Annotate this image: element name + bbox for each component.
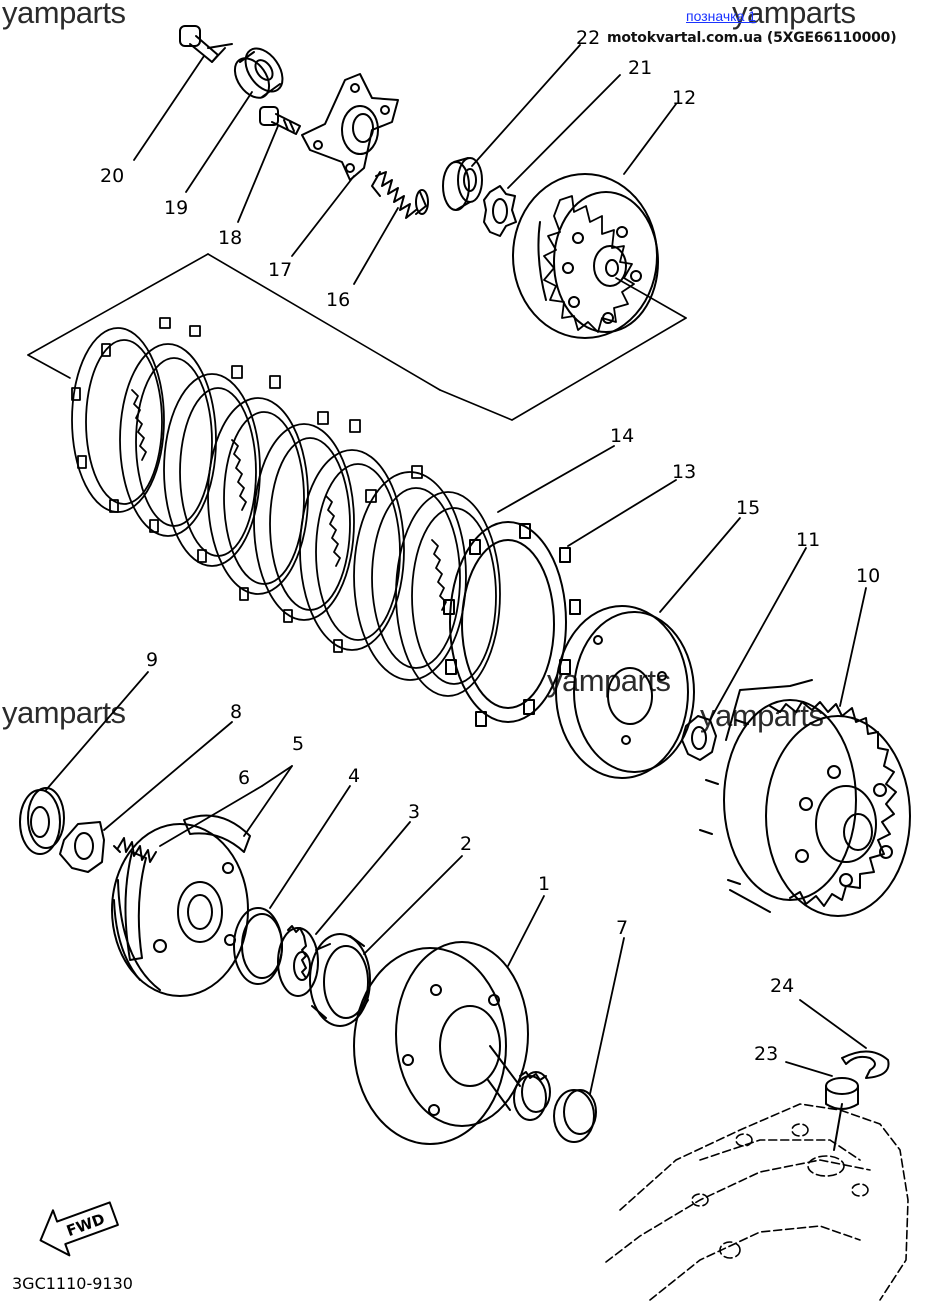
crankcase-section	[605, 1103, 909, 1301]
assembly-bracket-lines	[27, 253, 687, 421]
callout-4: 4	[348, 765, 360, 787]
callout-24: 24	[770, 975, 794, 997]
part-12-clutch-boss	[512, 173, 659, 339]
callout-21: 21	[628, 57, 652, 79]
part-18-bolt	[259, 106, 301, 135]
part-7-washer	[553, 1089, 597, 1143]
callout-10: 10	[856, 565, 880, 587]
part-6-spring	[113, 837, 157, 863]
watermark-left: yamparts	[2, 695, 126, 730]
callout-1: 1	[538, 873, 550, 895]
callout-6: 6	[238, 767, 250, 789]
part-15-pressure-plate	[555, 605, 695, 779]
fwd-label: FWD	[64, 1210, 107, 1240]
watermark-top-right: yamparts	[732, 0, 856, 30]
part-4-washer	[233, 907, 283, 985]
callout-7: 7	[616, 917, 628, 939]
callout-12: 12	[672, 87, 696, 109]
part-11-lock-washer	[681, 715, 717, 761]
part-24-circlip	[841, 1050, 890, 1079]
drawing-code: 3GC1110-9130	[12, 1274, 133, 1293]
callout-17: 17	[268, 259, 292, 281]
clutch-plate-stack	[71, 317, 501, 697]
part-9-washer	[19, 787, 65, 855]
part-8-retainer	[59, 821, 105, 873]
part-3-gear	[277, 925, 319, 997]
assembly-line-23	[833, 1103, 843, 1151]
watermark-top-left: yamparts	[2, 0, 126, 30]
callout-3: 3	[408, 801, 420, 823]
callout-9: 9	[146, 649, 158, 671]
part-17-plate	[301, 73, 399, 181]
leader-lines	[45, 44, 867, 1095]
part-22-washer	[442, 157, 483, 211]
callout-16: 16	[326, 289, 350, 311]
callout-23: 23	[754, 1043, 778, 1065]
part-1-clutch-drum	[353, 941, 551, 1145]
part-19-bearing	[233, 47, 284, 99]
callout-14: 14	[610, 425, 634, 447]
part-20-bolt	[179, 25, 233, 63]
part-16-spring	[371, 171, 429, 219]
part-2-one-way-clutch	[309, 933, 371, 1027]
callout-20: 20	[100, 165, 124, 187]
callout-19: 19	[164, 197, 188, 219]
callout-5: 5	[292, 733, 304, 755]
part-21-lock-washer	[483, 185, 517, 237]
site-caption: motokvartal.com.ua (5XGE66110000)	[607, 30, 897, 46]
callout-18: 18	[218, 227, 242, 249]
part-13-friction-plate	[443, 521, 581, 727]
callout-22: 22	[576, 27, 600, 49]
fwd-arrow: FWD	[39, 1201, 119, 1257]
callout-2: 2	[460, 833, 472, 855]
part-10-clutch-housing	[699, 679, 911, 917]
callout-8: 8	[230, 701, 242, 723]
callout-11: 11	[796, 529, 820, 551]
callout-13: 13	[672, 461, 696, 483]
bookmark-link[interactable]: позначка 1	[686, 8, 757, 24]
part-5-centrifugal-clutch	[111, 814, 251, 997]
watermark-right: yamparts	[700, 698, 824, 733]
callout-15: 15	[736, 497, 760, 519]
callout-numbers: 1 2 3 4 5 6 7 8 9 10 11 12 13 14 15 16 1…	[100, 27, 880, 1065]
